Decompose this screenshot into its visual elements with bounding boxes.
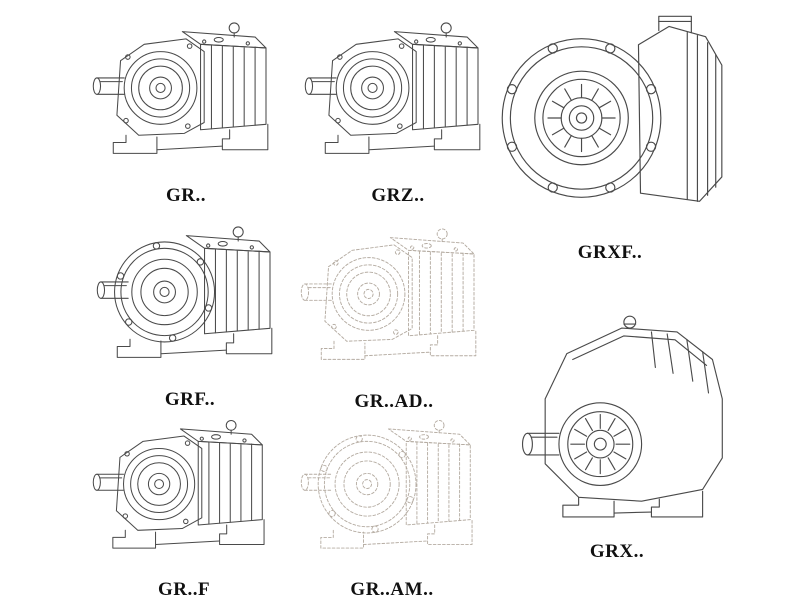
gearbox-drawing-gr-f [86,404,282,573]
catalog-item-grxf: GRXF.. [488,2,732,264]
gearbox-flange-foot-outline-ghost [301,420,472,548]
gearbox-foot-outline [305,23,480,153]
gearbox-drawing-grf [90,210,290,383]
model-label-grxf: GRXF.. [577,242,643,263]
gearbox-foot-outline-ghost [301,229,476,359]
model-label-grx: GRX.. [589,541,645,562]
model-label-grz: GRZ.. [371,185,425,206]
catalog-item-gr: GR.. [86,6,286,207]
catalog-item-gr-ad: GR..AD.. [294,212,494,413]
catalog-item-grz: GRZ.. [298,6,498,207]
gearbox-drawing-gr-am-ghost [294,404,490,573]
gearbox-drawing-grz [298,6,498,179]
model-label-gr-ad: GR..AD.. [354,391,434,412]
gearbox-flange-foot-outline [97,227,272,357]
gearbox-drawing-gr-ad-ghost [294,212,494,385]
gearbox-drawing-grxf [488,2,732,236]
model-label-gr: GR.. [166,185,206,206]
gearbox-foot-outline [93,420,264,548]
model-label-grf: GRF.. [164,389,216,410]
gearbox-foot-outline [93,23,268,153]
model-label-gr-am: GR..AM.. [350,579,434,600]
catalog-item-grf: GRF.. [90,210,290,411]
gearbox-drawing-grx [494,308,740,535]
model-label-gr-f: GR..F [157,579,211,600]
gearbox-large-foot-outline [523,316,723,517]
gearbox-drawing-gr [86,6,286,179]
catalog-item-gr-f: GR..F [86,404,282,601]
catalog-item-grx: GRX.. [494,308,740,563]
catalog-item-gr-am: GR..AM.. [294,404,490,601]
gearbox-flange-outline [502,16,722,201]
